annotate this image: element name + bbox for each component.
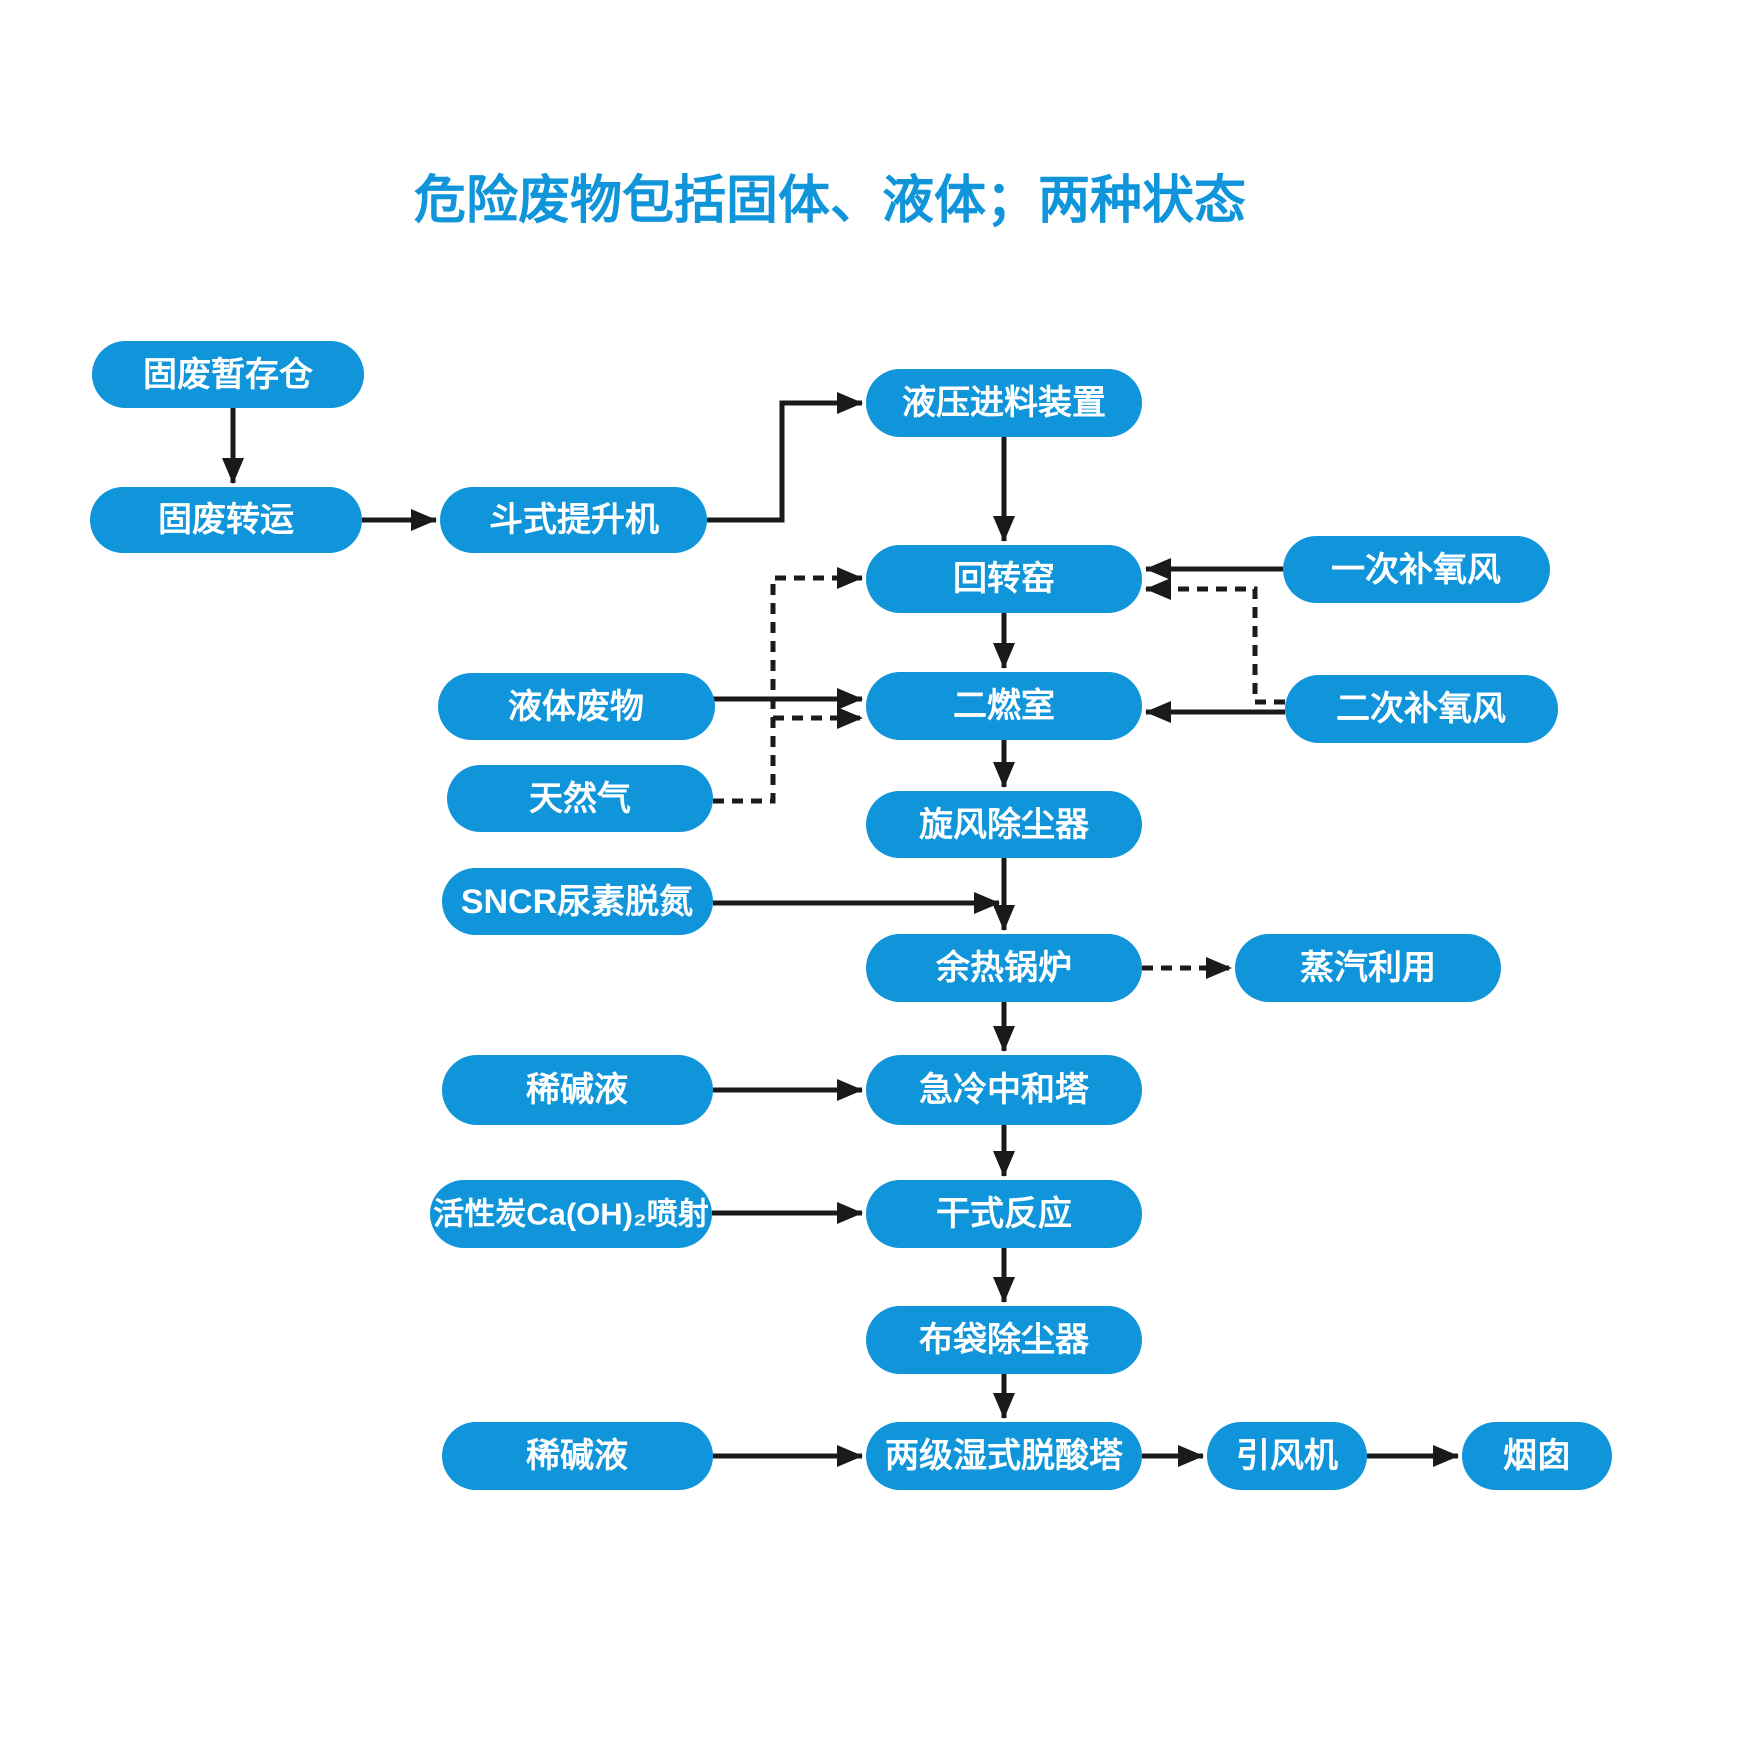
node-pill [447, 765, 713, 832]
node-label: 稀碱液 [526, 1071, 628, 1109]
edge-natural-gas-to-kiln-dashed [713, 567, 863, 804]
node-bucket-elevator: 斗式提升机 [440, 487, 707, 553]
node-pill [440, 487, 707, 553]
node-label: 引风机 [1236, 1437, 1338, 1475]
node-pill [442, 1422, 713, 1490]
node-pill [90, 487, 362, 553]
node-label: 回转窑 [953, 560, 1055, 598]
node-label: 稀碱液 [526, 1437, 628, 1475]
node-dilute-alkali-2: 稀碱液 [442, 1422, 713, 1490]
node-solid-waste-transfer: 固废转运 [90, 487, 362, 553]
node-label: 液体废物 [508, 688, 644, 726]
node-pill [438, 673, 715, 740]
node-solid-waste-storage: 固废暂存仓 [92, 341, 364, 408]
node-label: 斗式提升机 [489, 501, 659, 539]
node-pill [92, 341, 364, 408]
node-label: 布袋除尘器 [919, 1320, 1090, 1359]
node-pill [866, 1306, 1142, 1374]
node-label: 二燃室 [953, 686, 1055, 725]
edges-layer [222, 392, 1459, 1467]
node-bag-filter: 布袋除尘器 [866, 1306, 1142, 1374]
node-pill [442, 1055, 713, 1125]
node-label: 固废暂存仓 [143, 356, 314, 394]
node-secondary-oxygen-air: 二次补氧风 [1285, 675, 1558, 743]
node-pill [866, 369, 1142, 437]
node-pill [866, 791, 1142, 858]
node-induced-draft-fan: 引风机 [1207, 1422, 1367, 1490]
node-secondary-combustion: 二燃室 [866, 672, 1142, 740]
node-label: 急冷中和塔 [919, 1071, 1090, 1109]
node-dry-reaction: 干式反应 [866, 1180, 1142, 1248]
node-rotary-kiln: 回转窑 [866, 545, 1142, 613]
node-sncr-urea-denitration: SNCR尿素脱氮 [442, 868, 713, 935]
node-label: 固废转运 [158, 501, 294, 539]
node-pill [866, 934, 1142, 1002]
node-label: 活性炭Ca(OH)₂喷射 [433, 1197, 709, 1232]
node-label: 干式反应 [936, 1195, 1072, 1233]
node-waste-heat-boiler: 余热锅炉 [866, 934, 1142, 1002]
node-label: 一次补氧风 [1331, 551, 1501, 589]
page-title: 危险废物包括固体、液体；两种状态 [414, 172, 1246, 230]
node-label: 蒸汽利用 [1300, 949, 1436, 987]
node-pill [1207, 1422, 1367, 1490]
node-pill [430, 1180, 712, 1248]
node-label: 余热锅炉 [935, 948, 1072, 987]
node-pill [1285, 675, 1558, 743]
node-pill [866, 1055, 1142, 1125]
node-pill [866, 672, 1142, 740]
node-pill [866, 545, 1142, 613]
node-dilute-alkali-1: 稀碱液 [442, 1055, 713, 1125]
node-hydraulic-feeder: 液压进料装置 [866, 369, 1142, 437]
node-label: SNCR尿素脱氮 [461, 883, 693, 921]
node-pill [442, 868, 713, 935]
node-primary-oxygen-air: 一次补氧风 [1283, 536, 1550, 603]
node-label: 两级湿式脱酸塔 [885, 1437, 1124, 1475]
node-natural-gas: 天然气 [447, 765, 713, 832]
edge-elevator-to-feeder [707, 392, 863, 523]
node-cyclone-dust-collector: 旋风除尘器 [866, 791, 1142, 858]
node-label: 天然气 [529, 779, 631, 818]
node-pill [866, 1422, 1142, 1490]
edge-secondary-air-to-kiln-dashed [1145, 578, 1285, 705]
node-steam-utilization: 蒸汽利用 [1235, 934, 1501, 1002]
nodes-layer: 固废暂存仓 固废转运 斗式提升机 液压进料装置 回转窑 一次补氧风 液体废物 [90, 341, 1612, 1490]
node-quench-neutralization: 急冷中和塔 [866, 1055, 1142, 1125]
node-label: 液压进料装置 [902, 384, 1106, 422]
node-liquid-waste: 液体废物 [438, 673, 715, 740]
node-label: 二次补氧风 [1336, 690, 1506, 728]
node-label: 烟囱 [1503, 1437, 1571, 1475]
node-chimney: 烟囱 [1462, 1422, 1612, 1490]
node-label: 旋风除尘器 [919, 805, 1090, 844]
node-pill [1283, 536, 1550, 603]
node-activated-carbon-injection: 活性炭Ca(OH)₂喷射 [430, 1180, 712, 1248]
node-pill [1462, 1422, 1612, 1490]
node-two-stage-wet-deacid: 两级湿式脱酸塔 [866, 1422, 1142, 1490]
node-pill [1235, 934, 1501, 1002]
node-pill [866, 1180, 1142, 1248]
